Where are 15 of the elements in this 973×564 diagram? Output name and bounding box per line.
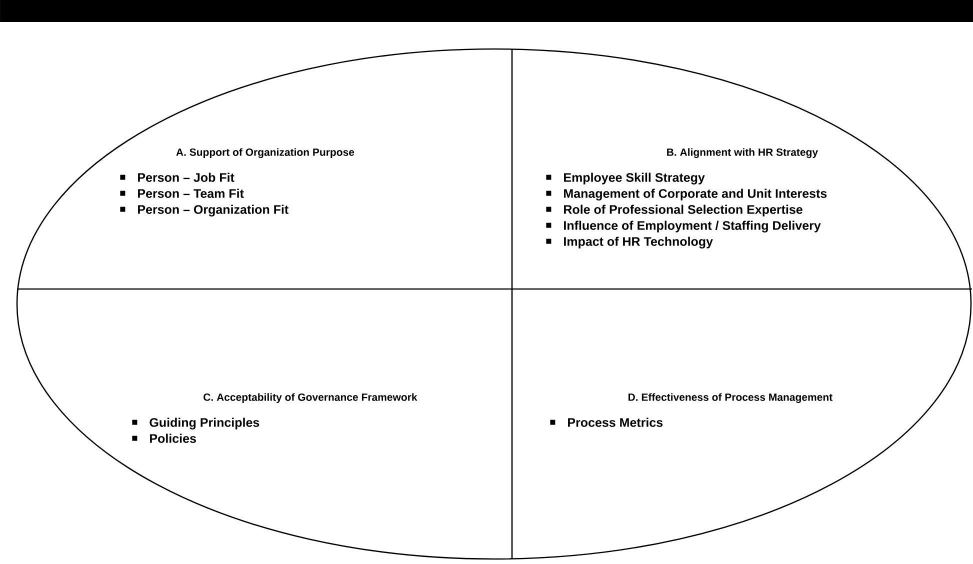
bullet-item: Influence of Employment / Staffing Delivery <box>546 220 821 232</box>
bullet-item: Role of Professional Selection Expertise <box>546 204 802 216</box>
bullet-item: Person – Organization Fit <box>120 204 288 216</box>
bullet-item: Impact of HR Technology <box>546 236 713 248</box>
bullet-item: Policies <box>132 434 196 443</box>
bullet-item: Person – Team Fit <box>120 188 244 198</box>
bullet-item: Guiding Principles <box>132 418 260 430</box>
section-heading: C. Acceptability of Governance Framework <box>204 393 418 403</box>
bullet-item: Process Metrics <box>550 418 663 427</box>
section-heading: B. Alignment with HR Strategy <box>667 148 818 158</box>
section-heading: A. Support of Organization Purpose <box>176 148 354 158</box>
section-heading: D. Effectiveness of Process Management <box>628 393 832 404</box>
bullet-item: Employee Skill Strategy <box>546 172 705 184</box>
bullet-item: Management of Corporate and Unit Interests <box>546 188 827 200</box>
bullet-item: Person – Job Fit <box>120 172 234 182</box>
